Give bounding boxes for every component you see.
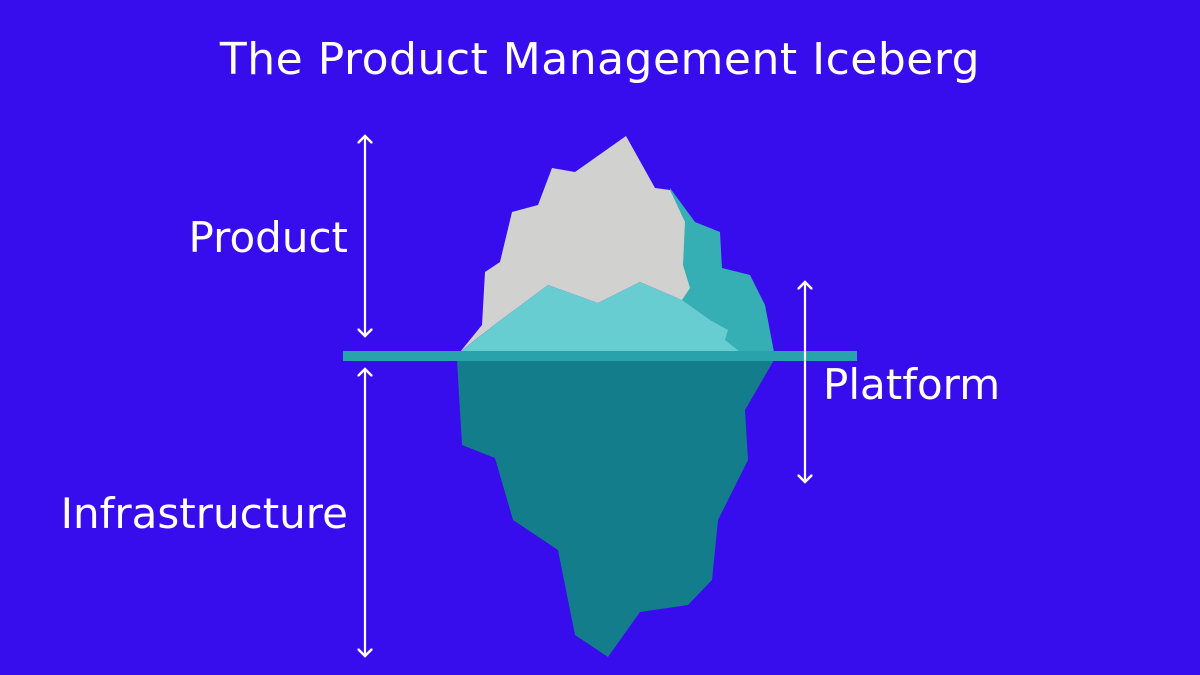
iceberg-snow-cap (460, 136, 690, 352)
slide-title: The Product Management Iceberg (219, 34, 981, 85)
iceberg-lower-ice (460, 282, 740, 352)
platform-label: Platform (823, 360, 1001, 409)
product-label: Product (188, 213, 348, 262)
infrastructure-label: Infrastructure (60, 489, 348, 538)
iceberg-underwater (457, 360, 774, 657)
waterline (343, 351, 857, 361)
